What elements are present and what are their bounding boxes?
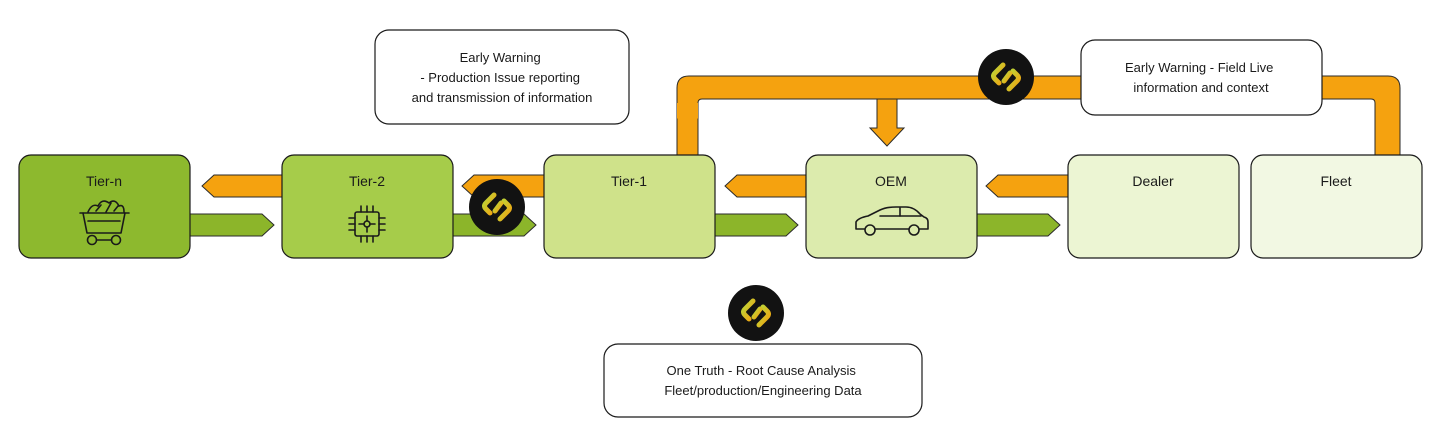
node-label-oem: OEM — [875, 173, 907, 189]
green-arrow-oem-to-dealer — [975, 213, 1061, 237]
svg-text:One Truth - Root Cause Analysi: One Truth - Root Cause Analysis Fleet/pr… — [664, 363, 862, 398]
green-arrow-tier-n-to-tier-2 — [189, 213, 275, 237]
node-tier-1: Tier-1 — [543, 154, 716, 259]
node-label-dealer: Dealer — [1132, 173, 1174, 189]
node-label-tier-2: Tier-2 — [349, 173, 385, 189]
note-production-warning: Early Warning - Production Issue reporti… — [374, 29, 630, 125]
node-fleet: Fleet — [1250, 154, 1423, 259]
node-label-fleet: Fleet — [1320, 173, 1351, 189]
note-field-warning-line-2: information and context — [1133, 80, 1269, 95]
orange-arrows — [201, 174, 1069, 198]
svg-text:Early Warning - Producti: Early Warning - Production Issue reporti… — [412, 50, 593, 105]
mine-cart-icon — [79, 200, 130, 246]
note-one-truth-line-1: One Truth - Root Cause Analysis — [667, 363, 857, 378]
note-production-warning-line-3: and transmission of information — [412, 90, 593, 105]
link-logo-icon — [469, 179, 525, 235]
note-production-warning-line-1: Early Warning — [460, 50, 541, 65]
note-production-warning-line-2: - Production Issue reporting — [420, 70, 580, 85]
green-arrow-tier-1-to-oem — [713, 213, 799, 237]
node-tier-n: Tier-n — [18, 154, 191, 259]
note-field-warning: Early Warning - Field Live information a… — [1080, 39, 1323, 116]
node-tier-2: Tier-2 — [281, 154, 454, 259]
link-logo-icon — [728, 285, 784, 341]
green-arrows — [189, 213, 1061, 237]
node-label-tier-n: Tier-n — [86, 173, 122, 189]
orange-arrow-tier-2-to-tier-n — [201, 174, 284, 198]
link-logo-icon — [978, 49, 1034, 105]
node-dealer: Dealer — [1067, 154, 1240, 259]
orange-pipe-drop-to-tier-1 — [677, 103, 698, 140]
node-oem: OEM — [805, 154, 978, 259]
orange-arrow-dealer-to-oem — [985, 174, 1069, 198]
chip-icon — [348, 205, 386, 243]
orange-pipe-drop-to-oem — [868, 98, 906, 147]
orange-arrow-oem-to-tier-1 — [724, 174, 807, 198]
node-label-tier-1: Tier-1 — [611, 173, 647, 189]
svg-text:Early Warning - Field Live: Early Warning - Field Live information a… — [1125, 60, 1277, 95]
car-icon — [855, 206, 929, 236]
note-one-truth-line-2: Fleet/production/Engineering Data — [664, 383, 862, 398]
note-one-truth: One Truth - Root Cause Analysis Fleet/pr… — [603, 343, 923, 418]
note-field-warning-line-1: Early Warning - Field Live — [1125, 60, 1273, 75]
